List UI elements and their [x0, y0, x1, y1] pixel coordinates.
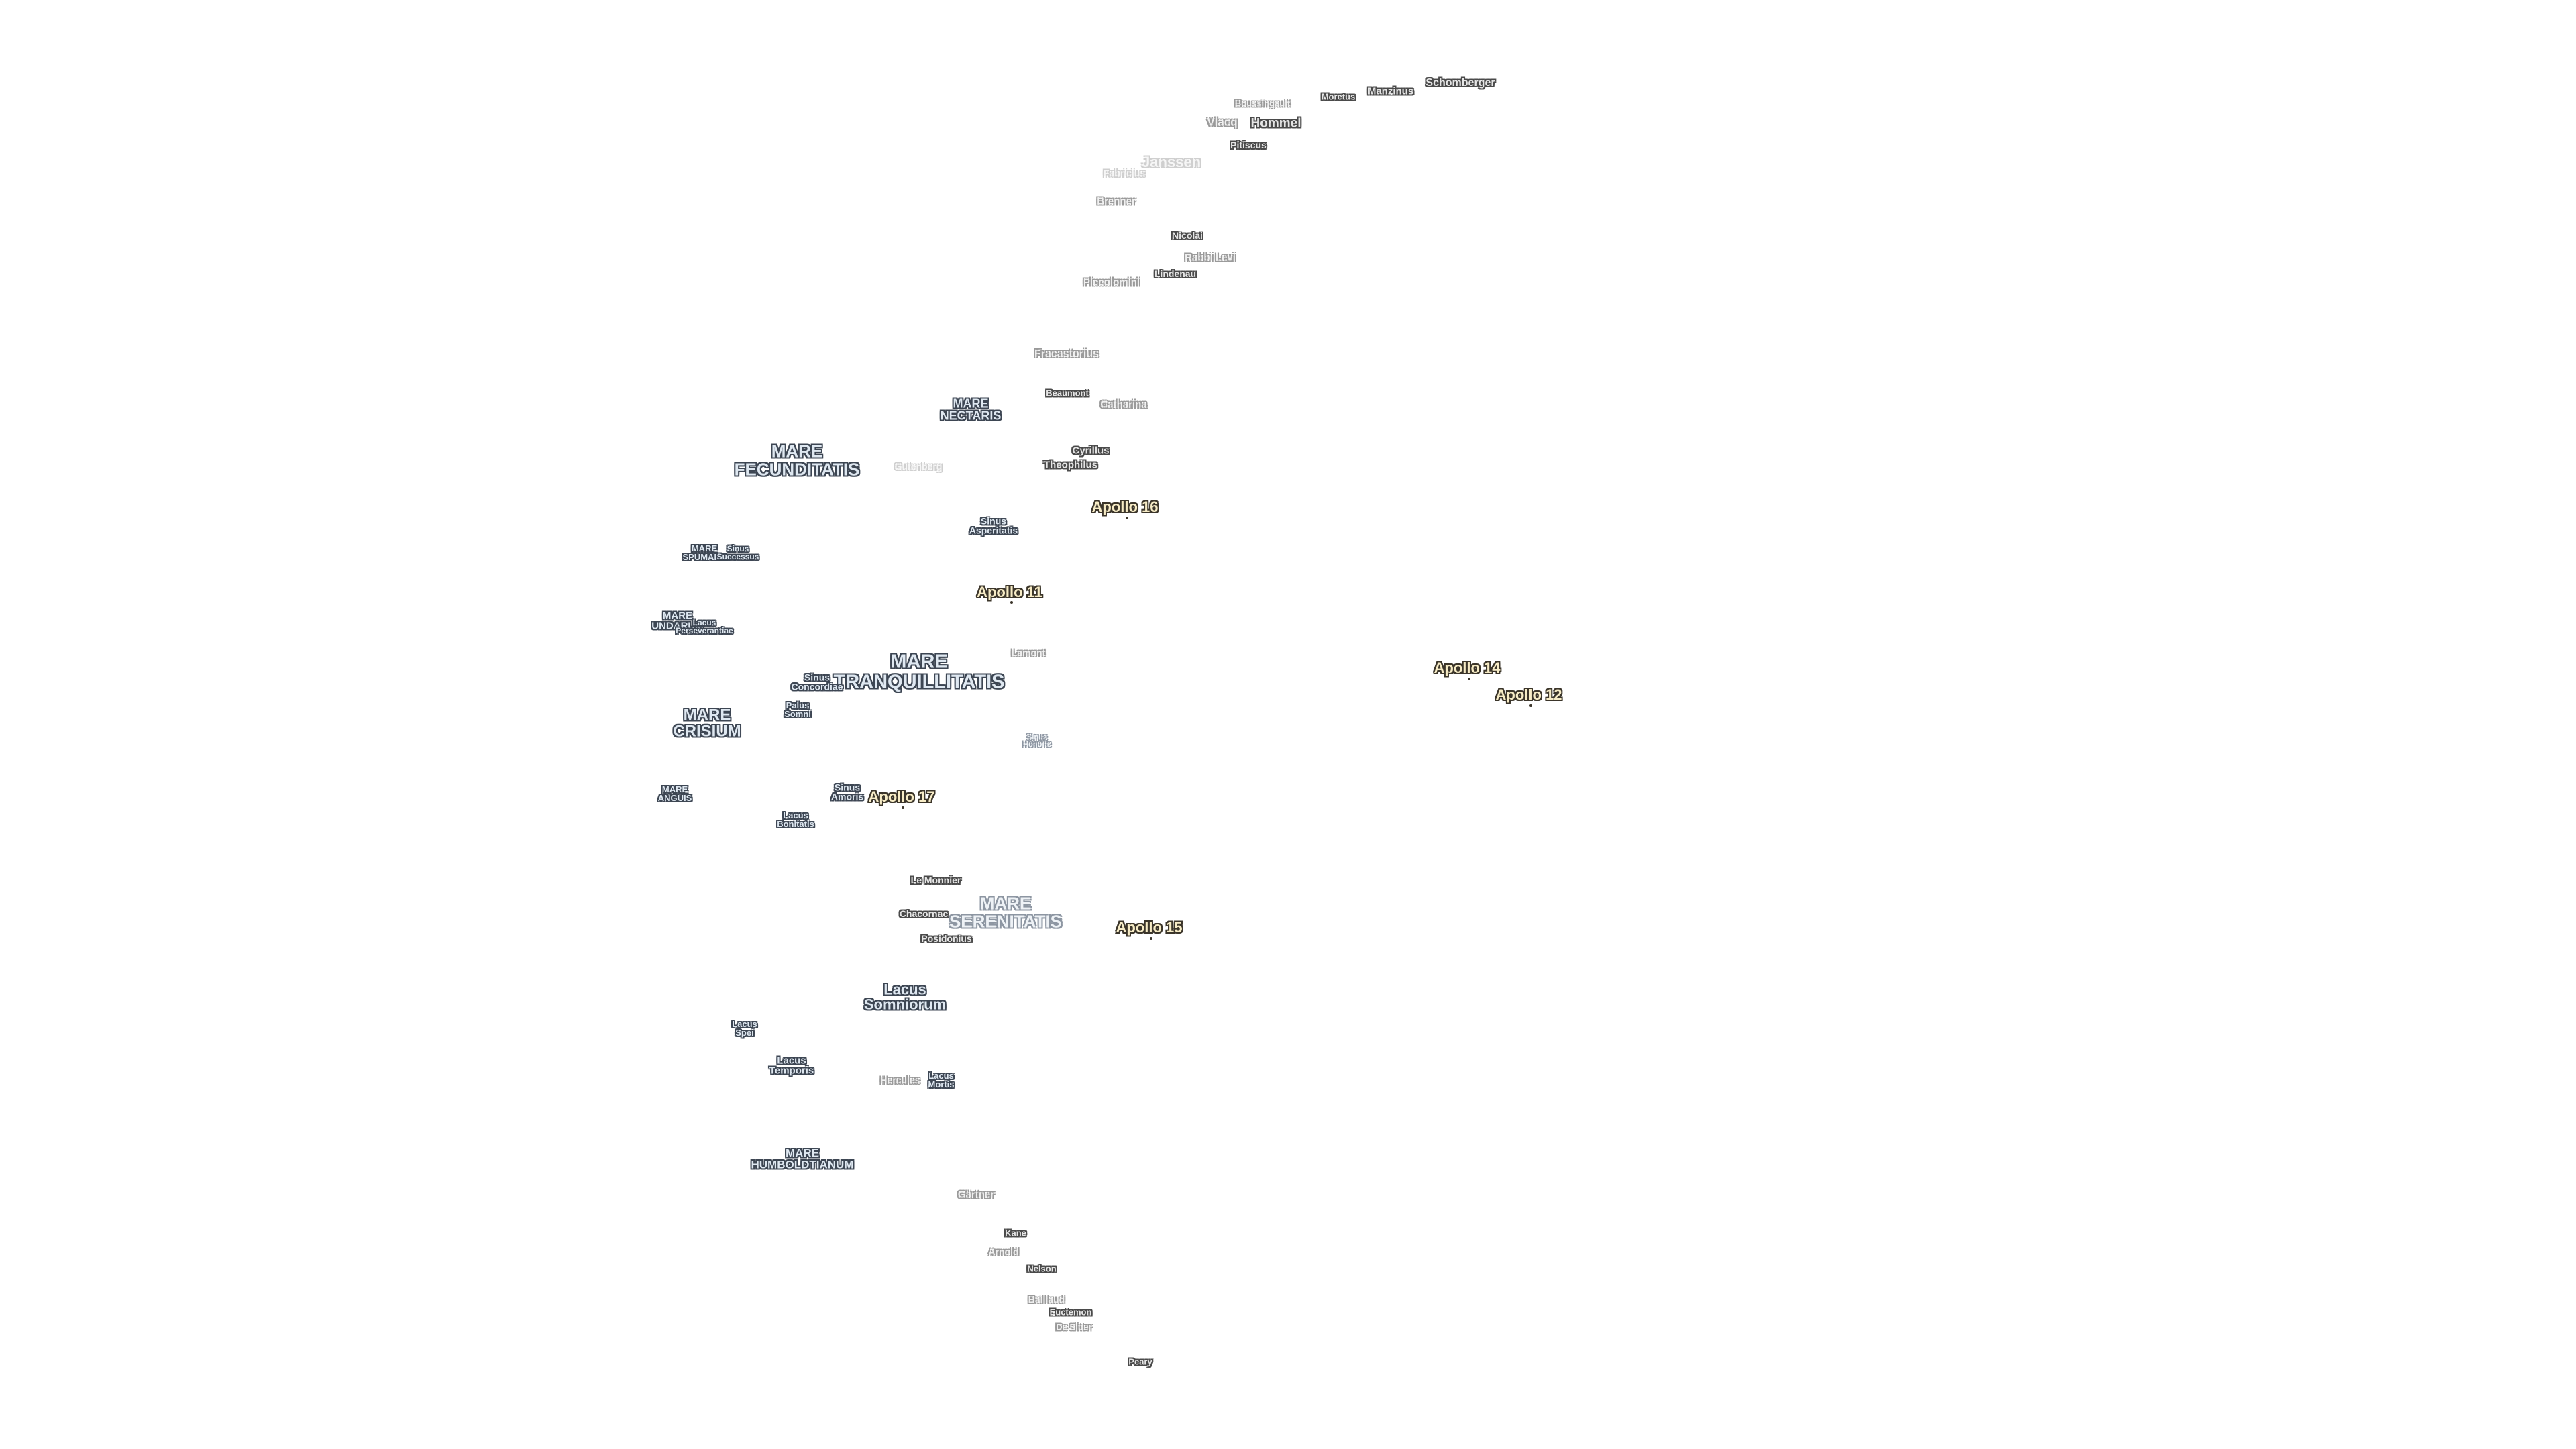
label-mare-fecunditatis: MARE FECUNDITATIS	[734, 441, 860, 479]
label-mare-spumans: MARE SPUMANS	[682, 543, 727, 562]
label-apollo-12: Apollo 12	[1495, 686, 1562, 703]
label-crater-hommel: Hommel	[1250, 116, 1301, 131]
label-crater-arnold: Arnold	[988, 1246, 1019, 1257]
apollo-16-marker	[1126, 517, 1128, 519]
apollo-15-marker	[1150, 937, 1152, 940]
label-apollo-14: Apollo 14	[1434, 659, 1501, 676]
label-apollo-17: Apollo 17	[868, 788, 935, 805]
label-crater-hercules: Hercules	[880, 1074, 920, 1085]
label-apollo-15: Apollo 15	[1116, 918, 1183, 936]
label-crater-fracastorius: Fracastorius	[1034, 347, 1099, 360]
label-crater-le-monnier: Le Monnier	[910, 874, 961, 885]
apollo-14-marker	[1468, 678, 1470, 680]
label-sinus-amoris: Sinus Amoris	[830, 782, 864, 802]
label-crater-peary: Peary	[1128, 1356, 1152, 1367]
label-lacus-somniorum: Lacus Somniorum	[863, 981, 947, 1013]
label-crater-cyrillus: Cyrillus	[1072, 445, 1110, 457]
label-sinus-concordiae: Sinus Concordiae	[791, 672, 843, 692]
label-lacus-mortis: Lacus Mortis	[928, 1070, 955, 1089]
label-crater-lindenau: Lindenau	[1154, 268, 1197, 279]
label-crater-chacornac: Chacornac	[899, 908, 949, 919]
label-crater-nicolai: Nicolai	[1172, 229, 1203, 241]
label-crater-lamont: Lamont	[1011, 647, 1046, 658]
label-mare-crisium: MARE CRISIUM	[673, 706, 741, 741]
label-palus-somni: Palus Somni	[784, 700, 811, 719]
apollo-17-marker	[902, 806, 904, 809]
label-mare-nectaris: MARE NECTARIS	[940, 396, 1002, 423]
label-sinus-honoris: Sinus Honoris	[1023, 733, 1051, 749]
label-apollo-16: Apollo 16	[1091, 498, 1159, 515]
label-crater-boussingault: Boussingault	[1234, 98, 1291, 109]
label-crater-pitiscus: Pitiscus	[1230, 139, 1267, 150]
label-sinus-asperitatis: Sinus Asperitatis	[969, 515, 1018, 536]
label-mare-serenitatis: MARE SERENITATIS	[949, 893, 1063, 931]
label-crater-baillaud: Baillaud	[1028, 1293, 1065, 1305]
label-lacus-bonitatis: Lacus Bonitatis	[777, 810, 814, 829]
label-crater-posidonius: Posidonius	[921, 932, 972, 944]
label-crater-rabbi-levi: Rabbi Levi	[1185, 252, 1236, 264]
apollo-11-marker	[1010, 601, 1013, 604]
apollo-12-marker	[1529, 704, 1532, 707]
label-crater-kane: Kane	[1005, 1228, 1026, 1238]
label-sinus-successus: Sinus Successus	[716, 543, 759, 561]
label-mare-humboldtianum: MARE HUMBOLDTIANUM	[751, 1146, 854, 1171]
label-crater-schomberger: Schomberger	[1426, 76, 1495, 89]
label-crater-manzinus: Manzinus	[1367, 85, 1414, 97]
label-apollo-11: Apollo 11	[977, 583, 1042, 600]
label-crater-janssen: Janssen	[1141, 153, 1201, 170]
label-crater-catharina: Catharina	[1100, 398, 1147, 411]
label-lacus-spei: Lacus Spei	[732, 1018, 757, 1038]
label-lacus-temporis: Lacus Temporis	[769, 1055, 814, 1077]
label-crater-brenner: Brenner	[1097, 195, 1136, 207]
label-mare-undarum: MARE UNDARUM	[651, 610, 704, 632]
label-crater-nelson: Nelson	[1027, 1263, 1057, 1274]
label-crater-fabricius: Fabricius	[1103, 167, 1146, 178]
label-crater-moretus: Moretus	[1321, 91, 1356, 102]
label-crater-beaumont: Beaumont	[1046, 388, 1089, 398]
label-crater-vlacq: Vlacq	[1207, 115, 1238, 129]
label-crater-gutenberg: Gutenberg	[894, 460, 943, 472]
label-lacus-perseverantiae: Lacus Perseverantiae	[676, 617, 733, 635]
label-crater-gartner: Gärtner	[957, 1189, 995, 1201]
label-crater-de-sitter: De Sitter	[1056, 1322, 1092, 1332]
label-mare-anguis: MARE ANGUIS	[657, 784, 692, 803]
label-mare-tranquillitatis: MARE TRANQUILLITATIS	[833, 651, 1005, 692]
label-crater-theophilus: Theophilus	[1044, 459, 1097, 471]
label-crater-euctemon: Euctemon	[1049, 1307, 1092, 1318]
label-crater-piccolomini: Piccolomini	[1083, 276, 1140, 288]
